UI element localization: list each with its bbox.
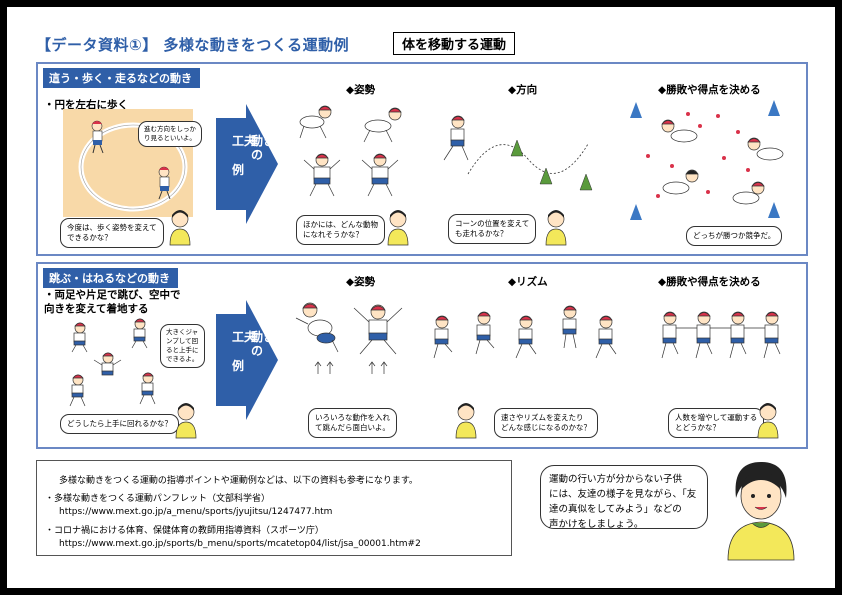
cone-run-illustration (443, 115, 593, 191)
animal-poses-illustration (299, 105, 402, 197)
marker-cone-icon (630, 204, 642, 220)
jump-poses-illustration (295, 302, 403, 374)
speech-bubble: いろいろな動作を入れ て跳んだら面白いよ。 (308, 408, 397, 438)
reference-item: ・コロナ禍における体育、保健体育の教師用指導資料（スポーツ庁） (45, 526, 324, 536)
arrow-label-text: 工夫 (232, 133, 257, 148)
category-tag: 体を移動する運動 (393, 32, 516, 55)
arrow-label-text: 例 (232, 162, 244, 177)
cone-icon (579, 173, 593, 191)
race-illustration (630, 100, 784, 220)
arrow-icon (216, 300, 278, 420)
section-label: 這う・歩く・走るなどの動き (43, 68, 200, 88)
teacher-illustration (727, 462, 795, 561)
reference-link[interactable]: https://www.mext.go.jp/a_menu/sports/jyu… (59, 507, 333, 517)
cone-icon (510, 139, 524, 157)
speech-bubble: 進む方向をしっか り見るといいよ。 (138, 121, 202, 147)
child-figure (158, 166, 171, 200)
column-heading: ◆勝敗や得点を決める (658, 276, 761, 288)
column-heading: ◆勝敗や得点を決める (658, 84, 761, 96)
arrow-icon (216, 104, 278, 224)
arrow-label-text: 工夫 (232, 329, 257, 344)
teacher-avatar (757, 403, 779, 439)
child-figure (91, 120, 104, 154)
marker-cone-icon (768, 202, 780, 218)
column-heading: ◆方向 (508, 84, 538, 96)
reference-item: ・多様な動きをつくる運動パンフレット（文部科学省） (45, 494, 271, 504)
advice-bubble: 運動の行い方が分からない子供 には、友達の様子を見ながら、「友 達の真似をしてみ… (540, 465, 708, 530)
teacher-avatar (175, 403, 197, 439)
section-jump: 跳ぶ・はねるなどの動き ・両足や片足で跳び、空中で 向きを変えて着地する 大きく… (36, 262, 808, 449)
teacher-avatar (455, 403, 477, 439)
arrow-label-text: 動き (251, 329, 275, 344)
arrow-label: 動き の 工夫 例 (232, 133, 275, 177)
speech-bubble: どうしたら上手に回れるかな？ (60, 414, 179, 434)
reference-intro: 多様な動きをつくる運動の指導ポイントや運動例などは、以下の資料も参考になります。 (59, 476, 418, 486)
teacher-avatar (169, 210, 191, 246)
column-heading: ◆リズム (508, 276, 548, 288)
speech-bubble: ほかには、どんな動物 になれそうかな？ (296, 215, 385, 245)
teacher-avatar (545, 210, 567, 246)
arrow-label-text: 動き (251, 133, 275, 148)
rhythm-hop-illustration (433, 305, 617, 359)
turning-jump-illustration (69, 318, 156, 407)
column-heading: ◆姿勢 (346, 84, 376, 96)
speech-bubble: 速さやリズムを変えたり どんな感じになるのかな？ (494, 408, 598, 438)
section-note: ・円を左右に歩く (44, 99, 128, 111)
section-walk-run: 這う・歩く・走るなどの動き ・円を左右に歩く 進む方向をしっか り見るといいよ。… (36, 62, 808, 256)
marker-cone-icon (630, 102, 642, 118)
section-label: 跳ぶ・はねるなどの動き (43, 268, 178, 288)
section-note: ・両足や片足で跳び、空中で 向きを変えて着地する (44, 289, 181, 315)
reference-box: 多様な動きをつくる運動の指導ポイントや運動例などは、以下の資料も参考になります。… (36, 460, 512, 556)
arrow-label-text: の (251, 148, 263, 162)
cone-icon (539, 167, 553, 185)
arrow-label: 動き の 工夫 例 (232, 329, 275, 373)
group-hop-illustration (661, 311, 781, 359)
speech-bubble: 人数を増やして運動する とどうかな？ (668, 408, 765, 438)
speech-bubble: 大きくジャ ンプして回 ると上手に できるよ。 (160, 324, 205, 368)
marker-cone-icon (768, 100, 780, 116)
arrow-label-text: の (251, 344, 263, 358)
teacher-avatar (387, 210, 409, 246)
reference-link[interactable]: https://www.mext.go.jp/sports/b_menu/spo… (59, 539, 421, 549)
speech-bubble: どっちが勝つか競争だ。 (686, 226, 783, 246)
column-heading: ◆姿勢 (346, 276, 376, 288)
page-title: 【データ資料①】 多様な動きをつくる運動例 (36, 36, 350, 54)
speech-bubble: 今度は、歩く姿勢を変えて できるかな？ (60, 218, 164, 248)
arrow-label-text: 例 (232, 358, 244, 373)
speech-bubble: コーンの位置を変えて も走れるかな？ (448, 214, 537, 244)
